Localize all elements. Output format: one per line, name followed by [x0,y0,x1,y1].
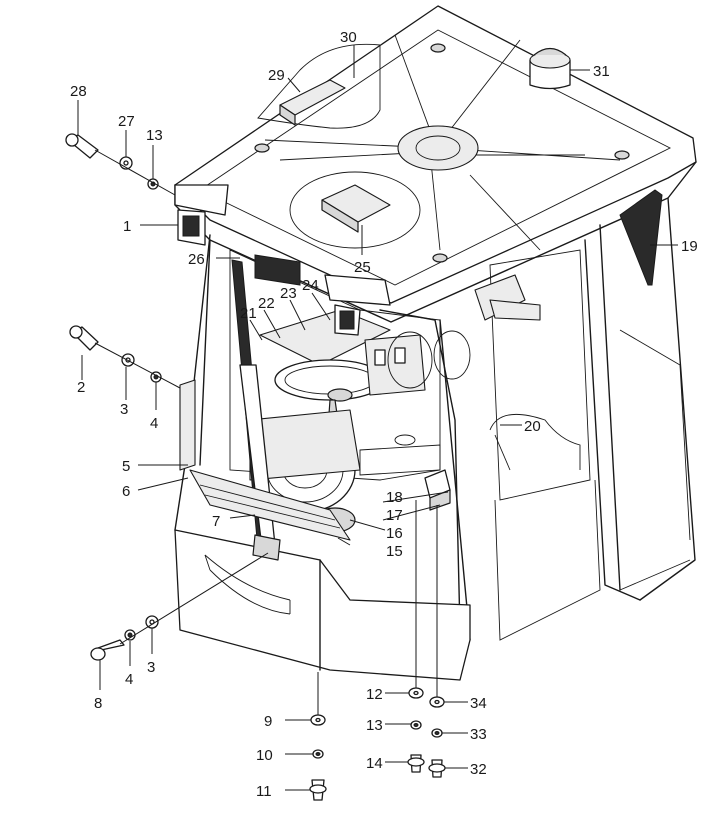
callout-17: 17 [386,507,403,524]
front-lights [174,184,391,336]
callout-2: 2 [77,379,85,396]
callout-11: 11 [256,783,272,800]
callout-13b: 13 [366,717,383,734]
callout-25: 25 [354,259,371,276]
callout-19: 19 [681,238,698,255]
callout-31: 31 [593,63,610,80]
callout-15: 15 [386,543,403,560]
callout-7: 7 [212,513,220,530]
callout-labels: 28 27 13 1 2 3 4 5 6 7 8 4 3 9 10 11 12 … [70,29,698,800]
callout-6: 6 [122,483,130,500]
callout-30: 30 [340,29,357,46]
callout-27: 27 [118,113,135,130]
callout-4b: 4 [125,671,133,688]
callout-3b: 3 [147,659,155,676]
callout-3: 3 [120,401,128,418]
callout-12: 12 [366,686,383,703]
callout-20: 20 [524,418,541,435]
beacon-light [529,47,571,90]
callout-13: 13 [146,127,163,144]
callout-23: 23 [280,285,297,302]
leader-lines [77,45,678,791]
callout-28: 28 [70,83,87,100]
callout-16: 16 [386,525,403,542]
callout-22: 22 [258,295,275,312]
fasteners [65,133,446,801]
callout-21: 21 [240,305,257,322]
callout-5: 5 [122,458,130,475]
cab-body [174,197,696,681]
callout-9: 9 [264,713,272,730]
callout-32: 32 [470,761,487,778]
callout-8: 8 [94,695,102,712]
fuse-box [424,469,451,511]
footstep [189,469,351,541]
callout-1: 1 [123,218,131,235]
callout-29: 29 [268,67,285,84]
roof-cutout-upper [257,43,381,129]
callout-24: 24 [302,277,319,294]
callout-34: 34 [470,695,487,712]
callout-10: 10 [256,747,273,764]
callout-4: 4 [150,415,158,432]
callout-33: 33 [470,726,487,743]
cab-interior [229,189,663,533]
callout-14: 14 [366,755,383,772]
cab-roof [174,5,697,323]
callout-26: 26 [188,251,205,268]
callout-18: 18 [386,489,403,506]
roof-cutout-lower [289,171,421,249]
